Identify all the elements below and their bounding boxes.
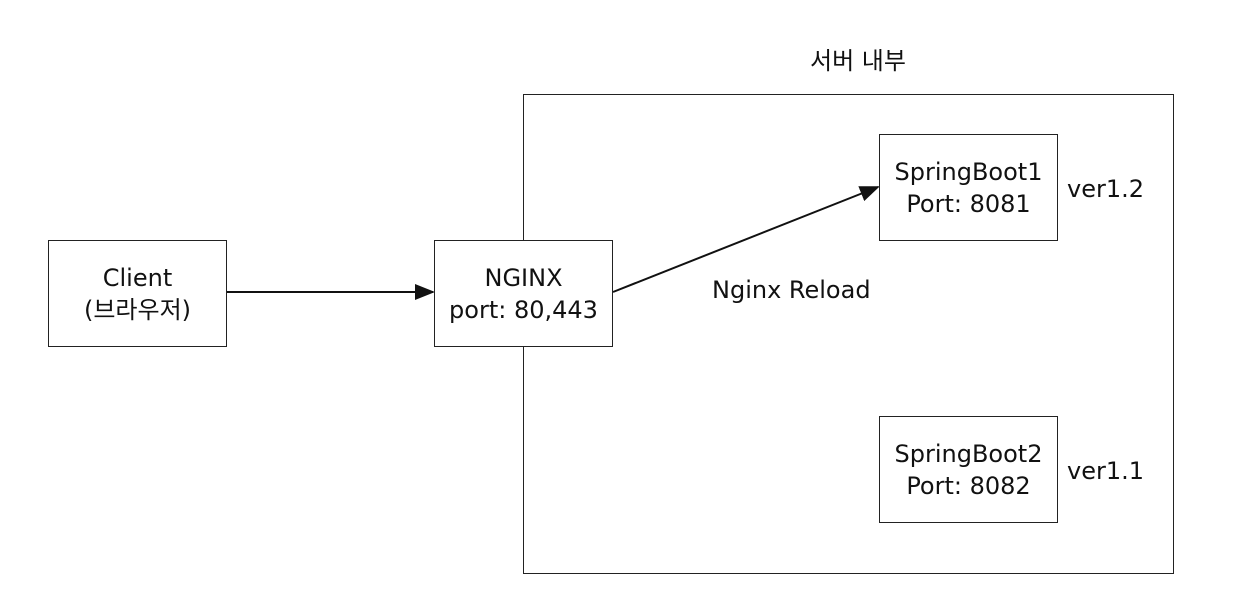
client-subtitle: (브라우저) <box>83 295 192 324</box>
springboot1-title: SpringBoot1 <box>894 157 1043 186</box>
nginx-port: port: 80,443 <box>449 295 598 324</box>
client-title: Client <box>102 263 173 292</box>
nginx-to-springboot1-arrow <box>612 186 880 293</box>
springboot1-version: ver1.2 <box>1067 175 1145 203</box>
springboot2-port: Port: 8082 <box>906 471 1031 500</box>
springboot1-port: Port: 8081 <box>906 189 1031 218</box>
server-internal-title: 서버 내부 <box>810 47 906 75</box>
springboot2-version: ver1.1 <box>1067 457 1145 485</box>
nginx-reload-label: Nginx Reload <box>712 276 871 304</box>
nginx-node: NGINX port: 80,443 <box>434 240 613 347</box>
client-node: Client (브라우저) <box>48 240 227 347</box>
nginx-title: NGINX <box>484 263 563 292</box>
springboot2-node: SpringBoot2 Port: 8082 <box>879 416 1058 523</box>
springboot1-node: SpringBoot1 Port: 8081 <box>879 134 1058 241</box>
springboot2-title: SpringBoot2 <box>894 439 1043 468</box>
